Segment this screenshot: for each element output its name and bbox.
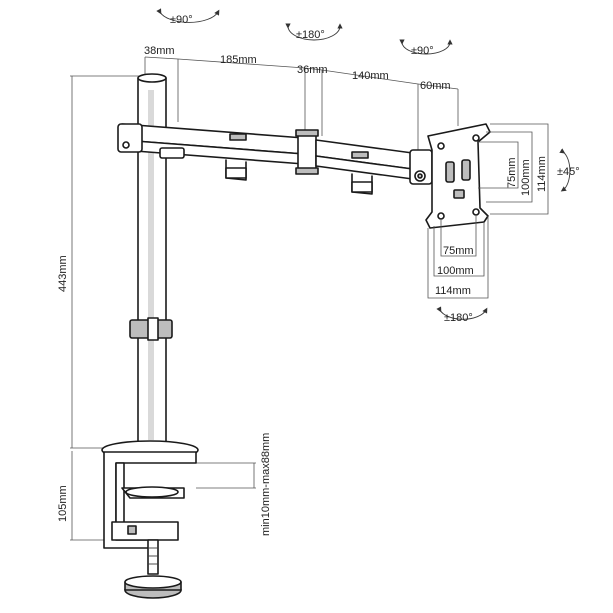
dim-label-joint: 36mm	[297, 64, 328, 76]
rotation-label-elbow: ±180°	[296, 29, 325, 41]
desk-clamp	[101, 440, 199, 599]
dim-label-arm1: 185mm	[220, 54, 257, 66]
dim-label-v75: 75mm	[506, 157, 518, 188]
rotation-label-tilt: ±90°	[411, 45, 434, 57]
dim-label-h75: 75mm	[443, 245, 474, 257]
vesa-plate	[425, 123, 491, 229]
rotation-arrow-vesa-spin: ±180°	[436, 306, 488, 324]
tilt-head	[409, 149, 433, 185]
dim-label-clamp-height: 105mm	[57, 485, 69, 522]
dim-label-h114: 114mm	[435, 285, 471, 297]
rotation-label-vesa-spin: ±180°	[444, 312, 473, 324]
dim-label-v114: 114mm	[536, 156, 548, 192]
rotation-arrow-tilt: ±90°	[399, 39, 453, 57]
rotation-label-vesa-rotate: ±45°	[557, 166, 580, 178]
dim-label-arm2: 140mm	[352, 70, 389, 82]
dim-label-v100: 100mm	[520, 159, 532, 196]
rotation-arrow-vesa-rotate: ±45°	[557, 148, 580, 192]
rotation-arrow-arm-swivel: ±90°	[156, 8, 220, 26]
arm-segment-1	[117, 123, 305, 181]
vesa-dimension-lines: 75mm 100mm 114mm 75mm 100mm 114mm	[427, 123, 549, 299]
dim-label-h100: 100mm	[437, 265, 474, 277]
dim-label-pole-offset: 38mm	[144, 45, 175, 57]
rotation-label-arm-swivel: ±90°	[170, 14, 193, 26]
elbow-joint	[295, 129, 319, 175]
desk-thickness-dimension: min10mm-max88mm	[196, 433, 272, 536]
arm-segment-2	[315, 139, 421, 195]
arm-dimension-lines: 38mm 185mm 36mm 140mm 60mm	[144, 45, 459, 150]
dim-label-head: 60mm	[420, 80, 451, 92]
rotation-arrow-elbow: ±180°	[285, 23, 343, 41]
dim-label-desk-thickness: min10mm-max88mm	[260, 433, 272, 536]
dim-label-pole-height: 443mm	[57, 255, 69, 292]
